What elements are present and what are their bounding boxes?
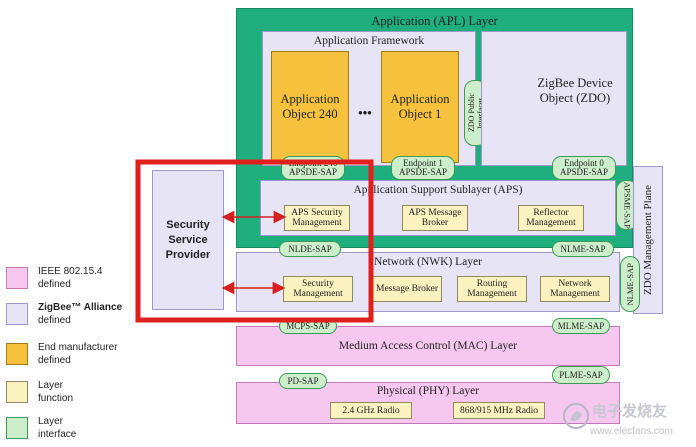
application-object-1: Application Object 1	[381, 51, 459, 163]
legend-swatch-yellow	[6, 381, 28, 403]
nwk-security-management-label: Security Management	[293, 279, 343, 299]
nlme-sap-side: NLME-SAP	[620, 256, 640, 312]
security-service-provider: Security Service Provider	[152, 170, 224, 310]
nlde-sap: NLDE-SAP	[279, 241, 341, 257]
legend-function-title: Layer	[38, 380, 64, 391]
aps-message-broker: APS Message Broker	[402, 205, 468, 231]
legend-manufacturer-title: End manufacturer	[38, 342, 118, 353]
mac-layer-label: Medium Access Control (MAC) Layer	[338, 340, 518, 352]
endpoint-0-sap: Endpoint 0 APSDE-SAP	[552, 156, 616, 180]
watermark-cn: 电子发烧友	[592, 402, 668, 420]
network-management: Network Management	[540, 276, 610, 302]
nlme-sap-top: NLME-SAP	[552, 241, 614, 257]
nlde-sap-label: NLDE-SAP	[288, 243, 332, 254]
nwk-message-broker-label: Message Broker	[376, 284, 438, 294]
apsme-sap-label: APSME-SAP	[622, 181, 633, 229]
apl-layer-title: Application (APL) Layer	[371, 13, 498, 28]
endpoint-1-sap: Endpoint 1 APSDE-SAP	[391, 156, 455, 180]
endpoint-240-sap: Endpoint 240 APSDE-SAP	[281, 156, 345, 180]
radio-2-4ghz-label: 2.4 GHz Radio	[342, 405, 400, 416]
nlme-sap-side-label: NLME-SAP	[624, 262, 635, 306]
plme-sap-label: PLME-SAP	[559, 369, 603, 380]
watermark-url: www.elecfans.com	[590, 426, 673, 437]
reflector-management-label: Reflector Management	[526, 208, 576, 228]
application-framework-title: Application Framework	[313, 35, 425, 47]
legend-function-subtitle: function	[38, 393, 74, 404]
nwk-message-broker: Message Broker	[372, 276, 442, 302]
application-object-240: Application Object 240	[271, 51, 349, 163]
apsde-sap-1-label: APSDE-SAP	[398, 167, 447, 177]
mlme-sap-label: MLME-SAP	[557, 320, 605, 331]
application-object-240-label: Application Object 240	[280, 92, 340, 121]
mlme-sap: MLME-SAP	[552, 318, 610, 334]
legend-ieee-subtitle: defined	[38, 279, 71, 290]
application-object-1-label: Application Object 1	[390, 92, 450, 121]
endpoint-0-label: Endpoint 0	[564, 158, 604, 168]
aps-security-management-label: APS Security Management	[291, 208, 343, 228]
aps-security-management: APS Security Management	[284, 205, 350, 231]
network-management-label: Network Management	[550, 279, 600, 299]
legend-manufacturer-subtitle: defined	[38, 355, 71, 366]
radio-2-4ghz: 2.4 GHz Radio	[330, 402, 412, 419]
legend-interface-title: Layer	[38, 416, 64, 427]
reflector-management: Reflector Management	[518, 205, 584, 231]
zdo-label: ZigBee Device Object (ZDO)	[537, 76, 613, 105]
legend: IEEE 802.15.4 defined ZigBee™ Alliance d…	[6, 265, 156, 447]
phy-layer	[236, 382, 620, 424]
routing-management: Routing Management	[457, 276, 527, 302]
zdo-management-plane-label: ZDO Management Plane	[642, 185, 654, 295]
routing-management-label: Routing Management	[467, 279, 517, 299]
legend-swatch-green	[6, 417, 28, 439]
legend-ieee-title: IEEE 802.15.4	[38, 266, 103, 277]
aps-message-broker-label: APS Message Broker	[408, 208, 462, 228]
nwk-security-management: Security Management	[283, 276, 353, 302]
aps-sublayer-title: Application Support Sublayer (APS)	[353, 183, 523, 196]
apsde-sap-240-label: APSDE-SAP	[288, 167, 337, 177]
radio-868-915mhz: 868/915 MHz Radio	[453, 402, 545, 419]
nlme-sap-top-label: NLME-SAP	[560, 243, 606, 254]
legend-swatch-lavender	[6, 303, 28, 325]
ellipsis: •••	[358, 105, 372, 120]
legend-zigbee-subtitle: defined	[38, 315, 71, 326]
legend-interface-subtitle: interface	[38, 429, 77, 440]
phy-layer-title: Physical (PHY) Layer	[376, 385, 480, 397]
security-service-provider-label: Security Service Provider	[165, 218, 211, 261]
pd-sap-label: PD-SAP	[287, 375, 319, 386]
zdo-box	[481, 31, 627, 166]
pd-sap: PD-SAP	[279, 373, 327, 389]
apsde-sap-0-label: APSDE-SAP	[559, 167, 608, 177]
mcps-sap: MCPS-SAP	[279, 318, 337, 334]
legend-swatch-pink	[6, 267, 28, 289]
nwk-layer-title: Network (NWK) Layer	[374, 255, 482, 268]
mcps-sap-label: MCPS-SAP	[286, 320, 330, 331]
watermark-logo-icon	[563, 403, 589, 429]
legend-zigbee-title: ZigBee™ Alliance	[38, 302, 123, 313]
plme-sap: PLME-SAP	[552, 366, 610, 384]
watermark: 电子发烧友 www.elecfans.com	[562, 398, 692, 444]
legend-swatch-orange	[6, 343, 28, 365]
radio-868-915mhz-label: 868/915 MHz Radio	[459, 405, 539, 416]
endpoint-1-label: Endpoint 1	[403, 158, 443, 168]
